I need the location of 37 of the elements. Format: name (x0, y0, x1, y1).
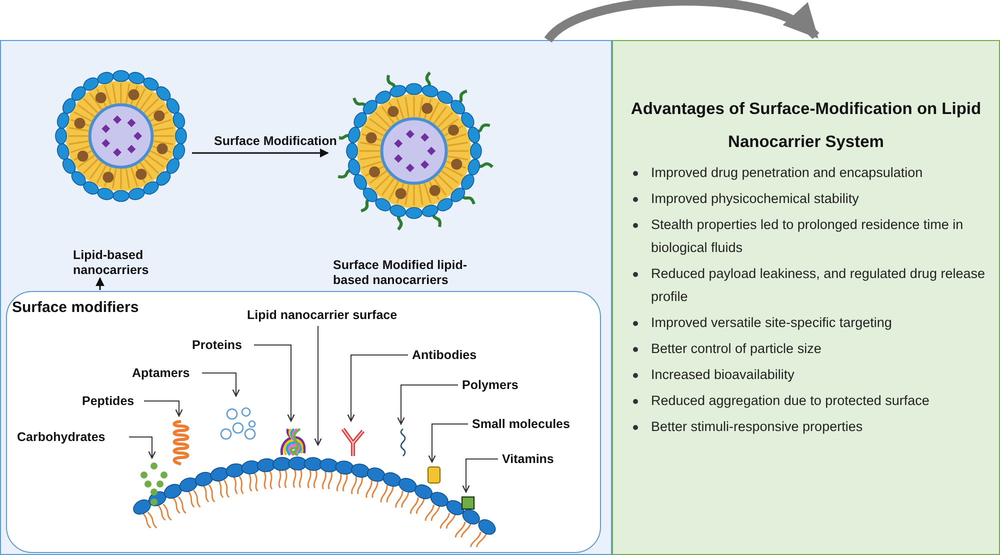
part-label: Aptamers (132, 366, 190, 380)
bullet-item: Improved versatile site-specific targeting (651, 315, 892, 330)
bullet-item: Increased bioavailability (651, 367, 794, 382)
part-label: Lipid nanocarrier surface (247, 308, 398, 322)
part-label: Antibodies (412, 348, 477, 362)
arrow (96, 277, 104, 290)
part-label: Small molecules (472, 417, 570, 431)
leader-line (462, 458, 498, 493)
bullet-item: Reduced payload leakiness, and regulated drug release profile (651, 266, 985, 304)
node-label: Surface Modified lipid-based nanocarriers (333, 258, 468, 288)
bullet-item: Better control of particle size (651, 341, 822, 356)
leader-line (202, 372, 240, 397)
bullet-item: Better stimuli-responsive properties (651, 419, 863, 434)
part-label: Proteins (192, 338, 242, 352)
part-label: Vitamins (502, 452, 554, 466)
info-panel (612, 40, 1000, 555)
leader-line (428, 424, 468, 463)
leader-line (144, 400, 183, 417)
part-label: Carbohydrates (17, 430, 106, 444)
node-label: Lipid-based nanocarriers (73, 248, 150, 278)
part-label: Polymers (462, 378, 518, 392)
leader-line (254, 344, 295, 422)
bullet-item: Reduced aggregation due to protected surface (651, 393, 930, 408)
curved-arrow (544, 0, 819, 44)
bullet-item: Improved drug penetration and encapsulation (651, 165, 923, 180)
leader-line (397, 384, 458, 425)
leader-line (128, 436, 156, 459)
part-label: Peptides (82, 394, 134, 408)
bullet-item: Stealth properties led to prolonged residence time in biological fluids (651, 217, 964, 255)
panel-title: Advantages of Surface-Modification on Lipid Nanocarrier System (630, 99, 982, 153)
arrow (192, 148, 329, 158)
section-heading: Surface modifiers (12, 299, 139, 316)
leader-line (347, 354, 408, 422)
edge-label: Surface Modification (212, 134, 339, 148)
modifier-panel (6, 291, 601, 553)
leader-line (314, 326, 322, 446)
bullet-item: Improved physicochemical stability (651, 191, 859, 206)
